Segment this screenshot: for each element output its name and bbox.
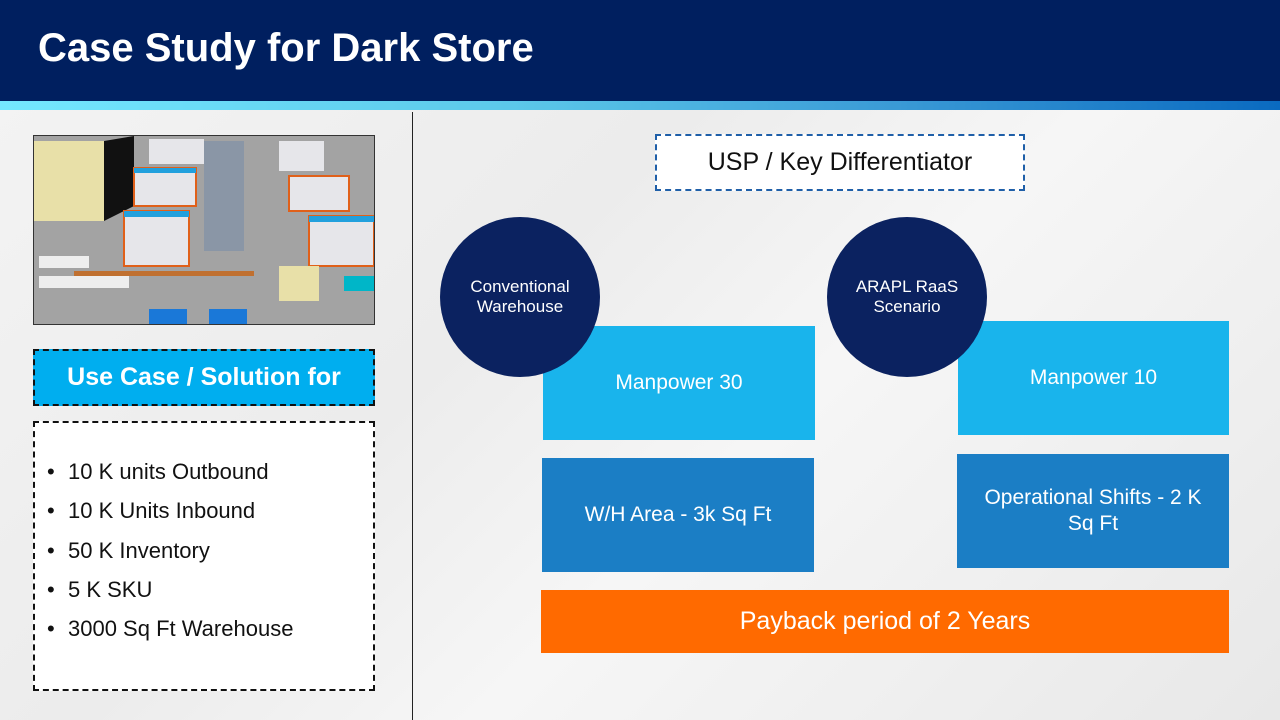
vertical-divider bbox=[412, 112, 413, 720]
list-item-text: 10 K units Outbound bbox=[68, 459, 269, 484]
list-item: •5 K SKU bbox=[47, 576, 153, 602]
list-item: •3000 Sq Ft Warehouse bbox=[47, 616, 294, 642]
conventional-area-box: W/H Area - 3k Sq Ft bbox=[542, 458, 814, 572]
list-item-text: 50 K Inventory bbox=[68, 537, 210, 563]
accent-stripe bbox=[0, 101, 1280, 110]
list-item-text: 5 K SKU bbox=[68, 576, 153, 602]
raas-scenario-circle: ARAPL RaaS Scenario bbox=[827, 217, 987, 377]
raas-manpower-box: Manpower 10 bbox=[958, 321, 1229, 435]
list-item: •10 K Units Inbound bbox=[47, 498, 256, 524]
list-item-text: 3000 Sq Ft Warehouse bbox=[68, 616, 294, 642]
use-case-list: •10 K units Outbound •10 K Units Inbound… bbox=[33, 421, 375, 691]
header-bar: Case Study for Dark Store bbox=[0, 0, 1280, 101]
usp-heading: USP / Key Differentiator bbox=[655, 134, 1025, 191]
conventional-manpower-box: Manpower 30 bbox=[543, 326, 815, 440]
list-item: •50 K Inventory bbox=[47, 537, 210, 563]
page-title: Case Study for Dark Store bbox=[38, 26, 534, 70]
payback-banner: Payback period of 2 Years bbox=[541, 590, 1229, 653]
list-item-text: 10 K Units Inbound bbox=[68, 498, 256, 524]
circle-label: ARAPL RaaS Scenario bbox=[855, 277, 959, 316]
warehouse-image bbox=[33, 135, 375, 325]
raas-shifts-box: Operational Shifts - 2 K Sq Ft bbox=[957, 454, 1229, 568]
list-item: •10 K units Outbound bbox=[47, 459, 269, 484]
circle-label: Conventional Warehouse bbox=[470, 277, 570, 316]
use-case-heading: Use Case / Solution for bbox=[33, 349, 375, 406]
conventional-warehouse-circle: Conventional Warehouse bbox=[440, 217, 600, 377]
